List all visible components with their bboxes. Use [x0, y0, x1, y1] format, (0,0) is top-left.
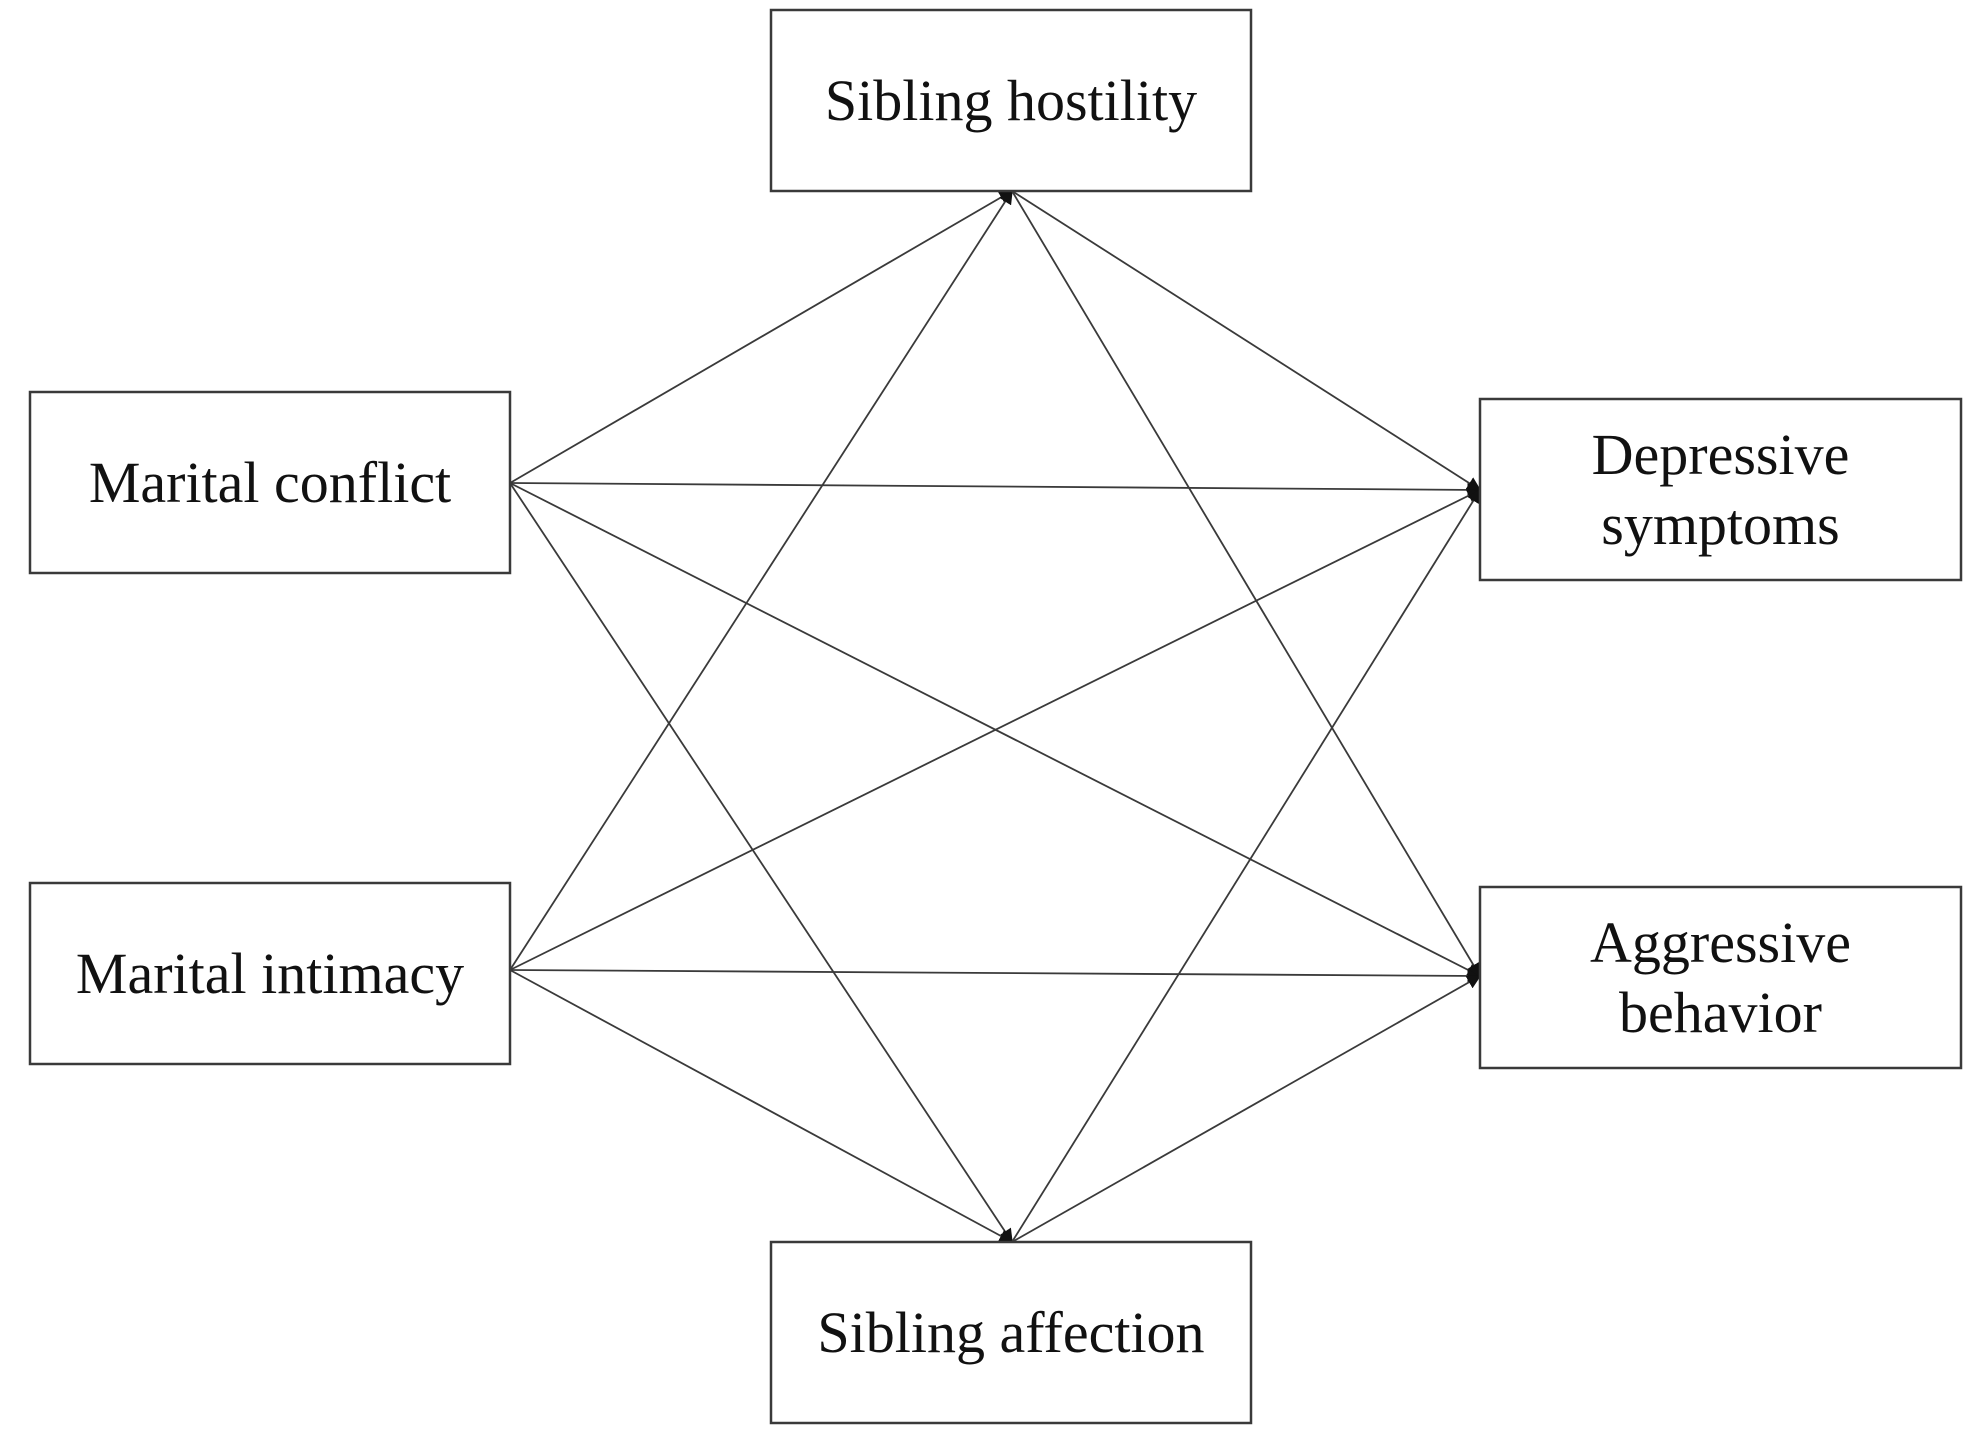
node-box-marital-intimacy [28, 881, 512, 1066]
edge-marital-intimacy-to-aggressive-behavior [509, 968, 1482, 983]
edge-marital-conflict-to-sibling-affection [509, 482, 1013, 1244]
node-marital-intimacy: Marital intimacy [28, 881, 512, 1066]
edge-marital-conflict-to-sibling-hostility [509, 190, 1014, 484]
edge-marital-conflict-to-depressive-symptoms [509, 482, 1482, 497]
node-label-marital-conflict: Marital conflict [89, 450, 451, 515]
node-box-sibling-hostility [769, 8, 1253, 193]
node-sibling-hostility: Sibling hostility [769, 8, 1253, 193]
edge-sibling-hostility-to-depressive-symptoms [1011, 190, 1482, 491]
edges [509, 189, 1482, 1244]
node-label-aggressive-behavior-line-2: behavior [1619, 980, 1822, 1045]
edge-marital-intimacy-to-sibling-hostility [509, 189, 1013, 971]
node-box-depressive-symptoms [1478, 397, 1963, 582]
edge-sibling-hostility-to-aggressive-behavior [1011, 190, 1481, 978]
node-box-sibling-affection [769, 1240, 1253, 1425]
node-label-depressive-symptoms-line-1: Depressive [1592, 422, 1850, 487]
node-sibling-affection: Sibling affection [769, 1240, 1253, 1425]
edge-sibling-affection-to-aggressive-behavior [1011, 975, 1482, 1243]
node-label-aggressive-behavior-line-1: Aggressive [1590, 910, 1851, 975]
node-box-aggressive-behavior [1478, 885, 1963, 1070]
edge-marital-intimacy-to-sibling-affection [509, 969, 1014, 1243]
node-label-marital-intimacy: Marital intimacy [76, 941, 464, 1006]
edge-marital-intimacy-to-depressive-symptoms [509, 489, 1482, 971]
node-box-marital-conflict [28, 390, 512, 575]
node-label-depressive-symptoms-line-2: symptoms [1601, 492, 1840, 557]
edge-sibling-affection-to-depressive-symptoms [1011, 488, 1481, 1243]
node-label-sibling-affection: Sibling affection [817, 1300, 1204, 1365]
node-label-sibling-hostility: Sibling hostility [825, 68, 1197, 133]
node-marital-conflict: Marital conflict [28, 390, 512, 575]
